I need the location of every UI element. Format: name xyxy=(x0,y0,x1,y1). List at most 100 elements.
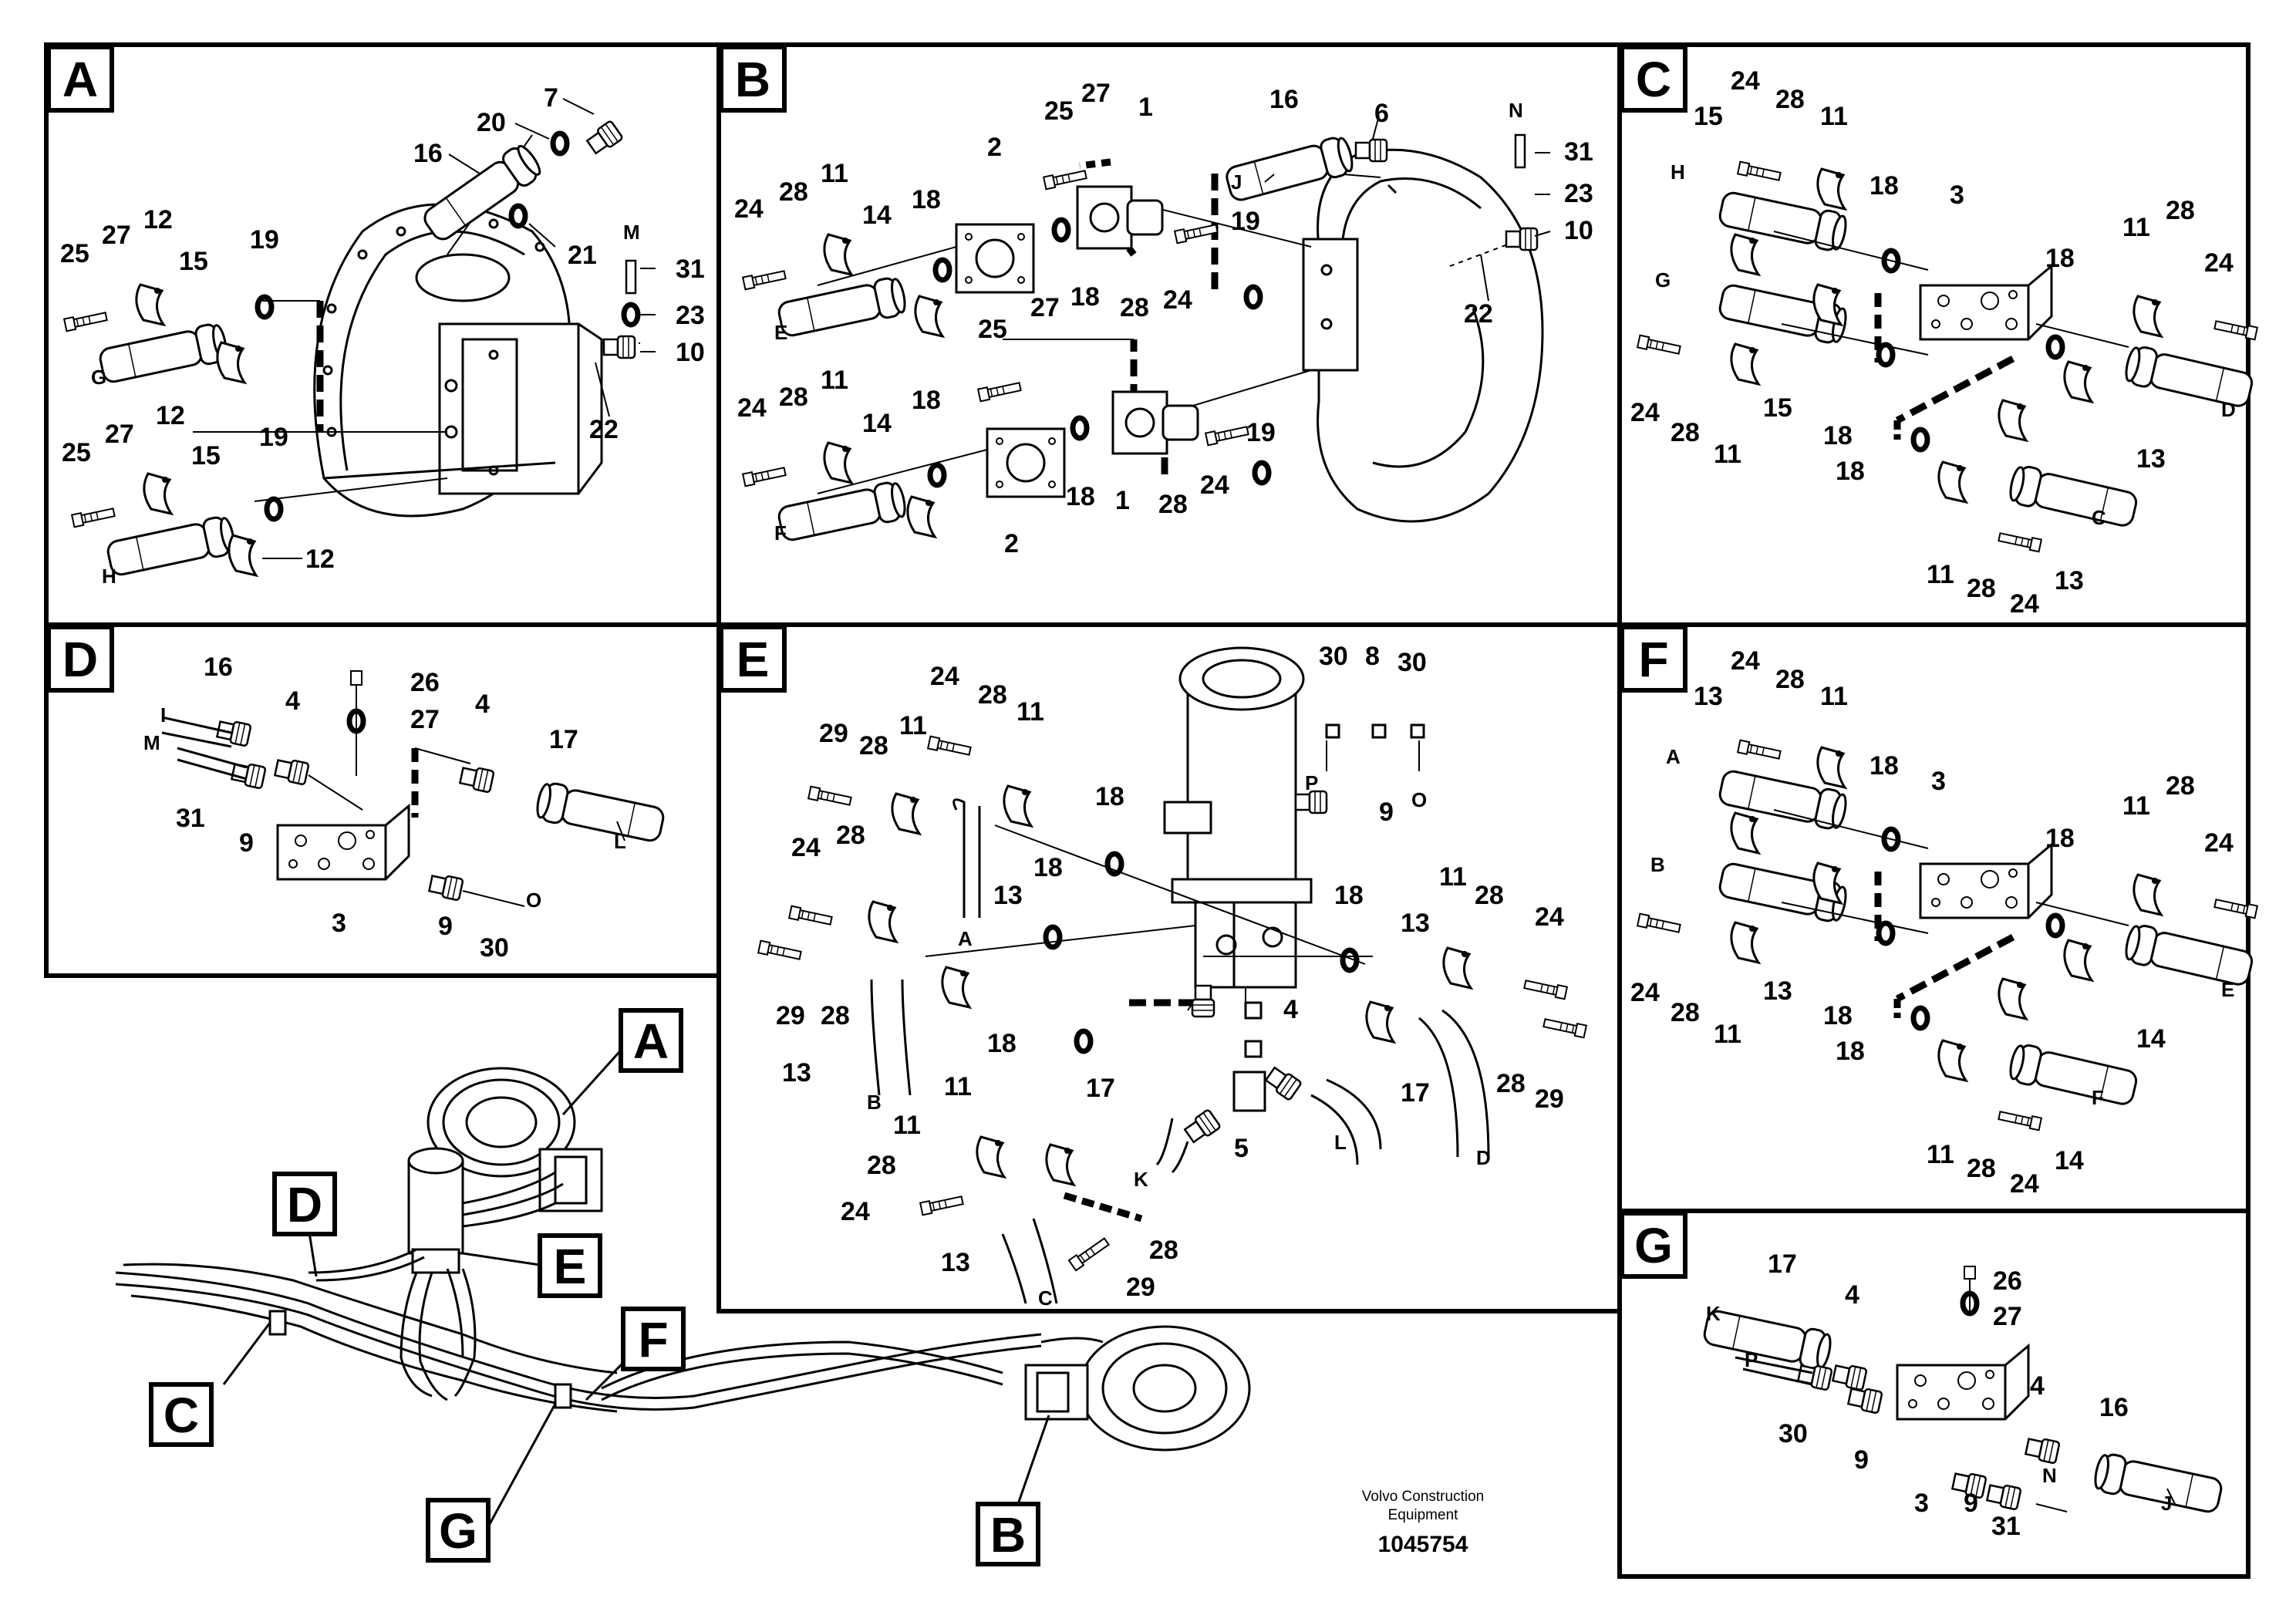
part-callout-f-17: E xyxy=(2221,978,2234,1001)
part-callout-a-21: 12 xyxy=(305,545,335,574)
part-callout-c-11: G xyxy=(1655,268,1671,292)
footer-company: Volvo Construction xyxy=(1362,1489,1484,1505)
part-callout-g-9: 9 xyxy=(1964,1489,1978,1518)
part-callout-c-20: 11 xyxy=(1927,560,1954,589)
part-callout-e-36: 29 xyxy=(1535,1084,1564,1114)
part-callout-b-17: 19 xyxy=(1231,207,1260,236)
panel-a-drawing xyxy=(193,134,640,518)
part-callout-e-44: 29 xyxy=(1126,1273,1155,1302)
part-callout-f-9: 24 xyxy=(2204,828,2234,858)
part-callout-e-33: K xyxy=(1134,1168,1148,1191)
part-callout-a-7: 15 xyxy=(179,247,208,276)
part-callout-b-23: 25 xyxy=(978,315,1007,344)
part-callout-e-0: 30 xyxy=(1319,642,1348,671)
part-callout-f-12: 24 xyxy=(1630,978,1660,1007)
part-callout-c-8: 28 xyxy=(2166,196,2195,225)
part-callout-g-8: 3 xyxy=(1914,1489,1929,1518)
part-callout-f-11: B xyxy=(1650,853,1665,876)
overview-drawing xyxy=(115,1067,1251,1452)
part-callout-e-30: 17 xyxy=(1086,1074,1115,1103)
part-callout-e-29: 18 xyxy=(987,1029,1017,1058)
panel-g-frame xyxy=(1617,1209,2250,1579)
part-callout-e-37: D xyxy=(1476,1146,1491,1169)
part-callout-e-3: 24 xyxy=(930,662,959,691)
part-callout-g-14: J xyxy=(2161,1492,2172,1515)
part-callout-c-10: 18 xyxy=(2045,244,2075,273)
part-callout-f-4: A xyxy=(1666,745,1681,768)
part-callout-f-23: 14 xyxy=(2055,1146,2084,1175)
part-callout-b-18: 23 xyxy=(1564,179,1593,208)
part-callout-e-21: 24 xyxy=(1535,902,1564,932)
part-callout-b-3: 16 xyxy=(1269,85,1299,114)
part-callout-f-20: 11 xyxy=(1927,1140,1954,1169)
part-callout-c-22: 24 xyxy=(2010,589,2039,619)
part-callout-f-18: 14 xyxy=(2136,1024,2166,1054)
part-callout-c-24: C xyxy=(2092,506,2106,529)
part-callout-c-7: 11 xyxy=(2122,213,2150,242)
part-callout-b-28: 14 xyxy=(862,409,892,438)
part-callout-b-25: 28 xyxy=(779,383,808,412)
part-callout-b-5: N xyxy=(1509,99,1523,122)
part-callout-d-10: 3 xyxy=(332,909,346,938)
part-callout-f-6: 3 xyxy=(1931,767,1946,796)
part-callout-c-0: 24 xyxy=(1731,66,1760,96)
part-callout-b-0: 27 xyxy=(1081,79,1111,108)
part-callout-d-2: I xyxy=(160,703,166,727)
part-callout-e-41: 13 xyxy=(941,1248,970,1277)
part-callout-e-13: 24 xyxy=(791,833,821,862)
part-callout-a-2: 16 xyxy=(413,139,443,168)
part-callout-f-16: 18 xyxy=(1823,1001,1853,1030)
panel-letter-g: G xyxy=(1634,1218,1673,1273)
part-callout-d-0: 16 xyxy=(204,653,233,682)
part-callout-c-4: H xyxy=(1671,160,1685,184)
panel-letter-b: B xyxy=(735,52,770,107)
part-callout-f-13: 28 xyxy=(1671,998,1700,1027)
part-callout-e-38: 11 xyxy=(893,1111,921,1140)
panel-g-drawing xyxy=(1701,1266,2225,1517)
part-callout-a-1: 20 xyxy=(477,108,506,137)
part-callout-e-20: 28 xyxy=(1475,881,1504,910)
panel-f-drawing xyxy=(1637,739,2258,1131)
part-callout-c-19: 18 xyxy=(1836,457,1865,486)
part-callout-g-2: K xyxy=(1706,1302,1721,1325)
part-callout-e-23: 29 xyxy=(776,1001,805,1030)
part-callout-b-15: 28 xyxy=(1120,293,1149,322)
part-callout-a-19: 22 xyxy=(589,415,619,444)
part-callout-b-31: 18 xyxy=(1066,482,1095,511)
panel-a-parts xyxy=(63,119,638,580)
part-callout-c-23: 13 xyxy=(2055,566,2084,595)
part-callout-e-26: B xyxy=(867,1091,882,1114)
overview-callout-d: D xyxy=(287,1177,322,1233)
part-callout-a-0: 7 xyxy=(544,83,558,113)
part-callout-e-42: C xyxy=(1038,1286,1053,1310)
panel-f-labels: 24 28 11 13 A 18 3 28 11 24 18 B 24 28 1… xyxy=(1630,646,2234,1199)
part-callout-c-15: 11 xyxy=(1714,440,1741,469)
part-callout-e-28: 4 xyxy=(1283,995,1298,1024)
overview-callout-f: F xyxy=(638,1312,668,1367)
part-callout-c-13: 24 xyxy=(1630,398,1660,427)
part-callout-d-7: 17 xyxy=(549,725,578,754)
part-callout-c-6: 3 xyxy=(1950,180,1964,210)
part-callout-e-32: 5 xyxy=(1234,1134,1249,1163)
part-callout-g-0: 26 xyxy=(1993,1266,2022,1296)
part-callout-e-5: 11 xyxy=(1017,697,1044,727)
part-callout-d-3: M xyxy=(143,731,160,754)
part-callout-g-5: P xyxy=(1745,1348,1758,1371)
part-callout-f-1: 28 xyxy=(1775,665,1805,694)
part-callout-f-5: 18 xyxy=(1870,751,1899,781)
part-callout-a-3: 21 xyxy=(568,241,597,270)
part-callout-f-22: 24 xyxy=(2010,1169,2039,1199)
part-callout-e-18: 18 xyxy=(1334,881,1364,910)
part-callout-f-19: 18 xyxy=(1836,1037,1865,1066)
part-callout-g-3: 27 xyxy=(1993,1302,2022,1331)
part-callout-b-22: 27 xyxy=(1030,293,1060,322)
part-callout-a-20: H xyxy=(102,565,116,588)
part-callout-e-17: 18 xyxy=(1033,853,1063,882)
overview-callout-g: G xyxy=(439,1503,477,1559)
part-callout-f-7: 28 xyxy=(2166,771,2195,801)
part-callout-g-12: 16 xyxy=(2099,1393,2129,1422)
panel-e-labels: 30 8 30 24 28 11 29 28 11 18 P 9 O 24 28… xyxy=(776,642,1564,1310)
part-callout-d-14: O xyxy=(526,889,541,912)
part-callout-b-27: 18 xyxy=(912,386,941,415)
part-callout-e-24: 28 xyxy=(821,1001,850,1030)
